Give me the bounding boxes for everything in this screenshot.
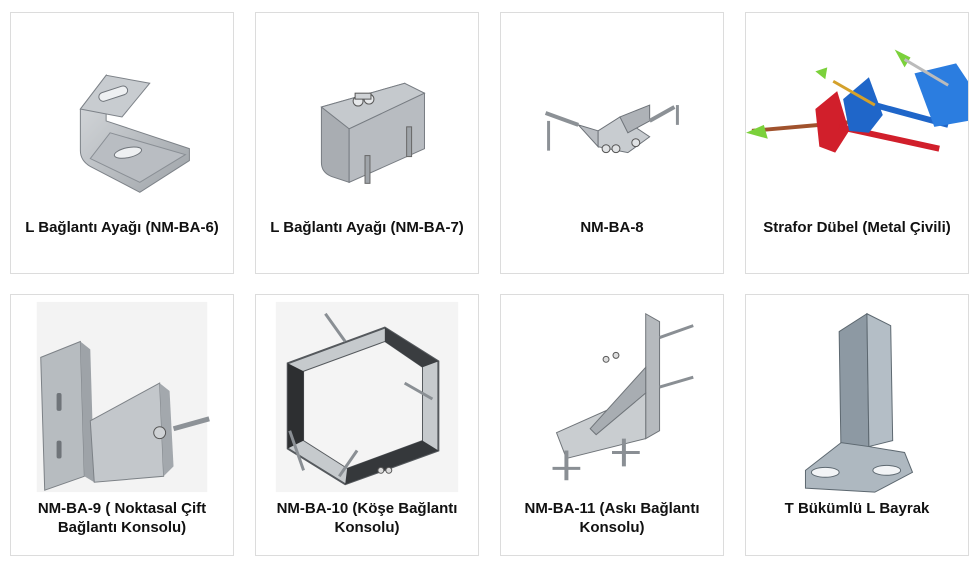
product-title[interactable]: NM-BA-11 (Askı Bağlantı Konsolu) bbox=[524, 500, 700, 536]
product-card[interactable]: T Bükümlü L Bayrak bbox=[745, 294, 969, 556]
insulation-anchor-image[interactable] bbox=[746, 21, 968, 201]
product-title[interactable]: NM-BA-9 ( Noktasal Çift Bağlantı Konsolu… bbox=[37, 500, 207, 536]
product-title[interactable]: L Bağlantı Ayağı (NM-BA-6) bbox=[25, 219, 219, 236]
t-flag-bracket-image[interactable] bbox=[746, 301, 968, 493]
product-card[interactable]: L Bağlantı Ayağı (NM-BA-7) bbox=[255, 12, 479, 274]
product-card[interactable]: L Bağlantı Ayağı (NM-BA-6) bbox=[10, 12, 234, 274]
product-card[interactable]: NM-BA-10 (Köşe Bağlantı Konsolu) bbox=[255, 294, 479, 556]
product-title[interactable]: L Bağlantı Ayağı (NM-BA-7) bbox=[270, 219, 464, 236]
double-bracket-image[interactable] bbox=[11, 301, 233, 493]
product-card[interactable]: NM-BA-9 ( Noktasal Çift Bağlantı Konsolu… bbox=[10, 294, 234, 556]
product-card[interactable]: Strafor Dübel (Metal Çivili) bbox=[745, 12, 969, 274]
product-title[interactable]: NM-BA-10 (Köşe Bağlantı Konsolu) bbox=[276, 500, 458, 536]
product-title[interactable]: NM-BA-8 bbox=[580, 219, 644, 236]
corner-bracket-image[interactable] bbox=[256, 301, 478, 493]
l-bracket-bolt-image[interactable] bbox=[256, 21, 478, 201]
l-bracket-image[interactable] bbox=[11, 21, 233, 201]
product-card[interactable]: NM-BA-8 bbox=[500, 12, 724, 274]
hanger-bracket-image[interactable] bbox=[501, 301, 723, 493]
product-title[interactable]: Strafor Dübel (Metal Çivili) bbox=[763, 219, 951, 236]
product-title[interactable]: T Bükümlü L Bayrak bbox=[784, 500, 930, 517]
bracket-set-image[interactable] bbox=[501, 21, 723, 201]
product-card[interactable]: NM-BA-11 (Askı Bağlantı Konsolu) bbox=[500, 294, 724, 556]
